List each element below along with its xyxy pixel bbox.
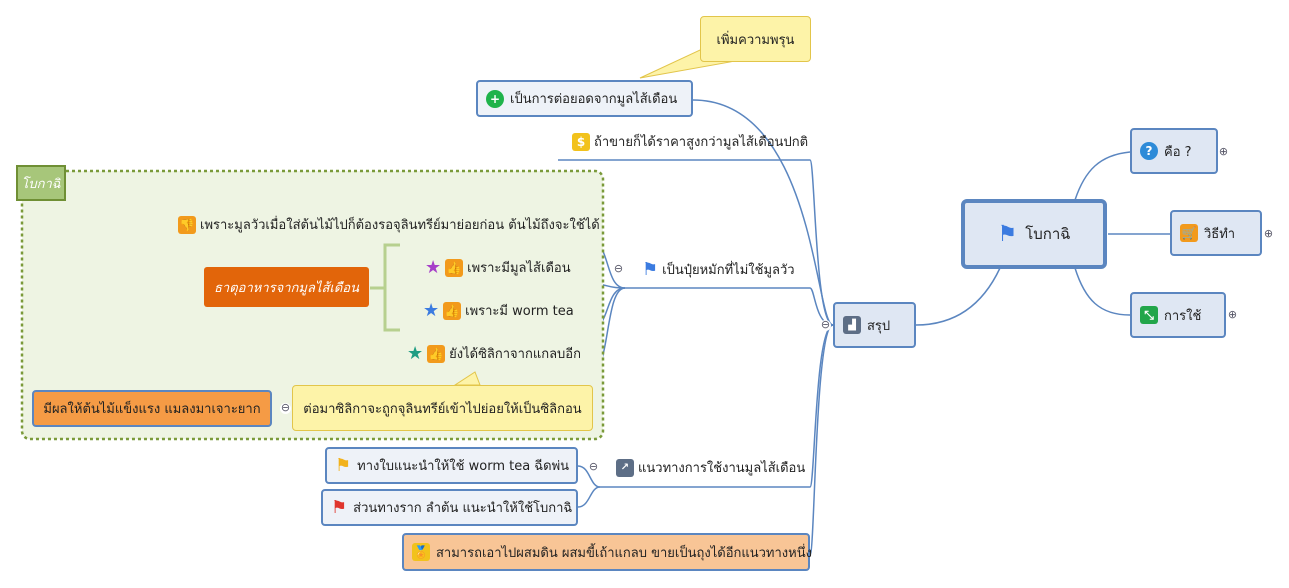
- expand-toggle-how-to[interactable]: ⊕: [1263, 227, 1274, 240]
- callout-porosity: เพิ่มความพรุน: [700, 16, 811, 62]
- thumb-up-icon: 👍: [445, 258, 464, 277]
- branch-what-is-label: คือ ?: [1164, 144, 1192, 160]
- expand-toggle-what-is[interactable]: ⊕: [1218, 145, 1229, 158]
- topic-strong-plants[interactable]: มีผลให้ต้นไม้แข็งแรง แมลงมาเจาะยาก: [32, 390, 272, 427]
- summary-topic[interactable]: ▟ สรุป: [833, 302, 916, 348]
- summary-label: สรุป: [867, 318, 891, 334]
- topic-strong-plants-label: มีผลให้ต้นไม้แข็งแรง แมลงมาเจาะยาก: [43, 402, 261, 417]
- resize-arrows-icon: ⤡: [1140, 306, 1158, 324]
- callout-porosity-text: เพิ่มความพรุน: [716, 32, 795, 48]
- topic-higher-price-label: ถ้าขายก็ได้ราคาสูงกว่ามูลไส้เดือนปกติ: [594, 135, 809, 150]
- topic-higher-price[interactable]: $ ถ้าขายก็ได้ราคาสูงกว่ามูลไส้เดือนปกติ: [572, 131, 808, 152]
- topic-root-stem-label: ส่วนทางราก ลำต้น แนะนำให้ใช้โบกาฉิ: [353, 501, 573, 516]
- collapse-toggle-fertilizer[interactable]: ⊖: [613, 262, 624, 275]
- blue-star-icon: ★: [423, 300, 440, 321]
- line-chart-icon: ↗: [616, 458, 634, 477]
- medal-icon: 🏅: [412, 543, 430, 561]
- topic-has-vermicast-label: เพราะมีมูลไส้เดือน: [467, 261, 571, 276]
- thumb-up-icon: 👍: [443, 301, 462, 320]
- callout-silica-text: ต่อมาซิลิกาจะถูกจุลินทรีย์เข้าไปย่อยให้เ…: [303, 401, 582, 417]
- thumb-down-icon: 👎: [178, 215, 196, 234]
- topic-silica[interactable]: ★ 👍 ยังได้ซิลิกาจากแกลบอีก: [407, 343, 581, 364]
- topic-has-wormtea-label: เพราะมี worm tea: [465, 304, 574, 319]
- collapse-toggle-usage-guide[interactable]: ⊖: [588, 460, 599, 473]
- topic-extension-label: เป็นการต่อยอดจากมูลไส้เดือน: [510, 92, 678, 107]
- nutrient-summary-label: ธาตุอาหารจากมูลไส้เดือน: [204, 267, 369, 307]
- topic-usage-guide[interactable]: ↗ แนวทางการใช้งานมูลไส้เดือน: [616, 457, 805, 478]
- branch-what-is[interactable]: ? คือ ?: [1130, 128, 1218, 174]
- topic-cow-manure-label: เพราะมูลวัวเมื่อใส่ต้นไม้ไปก็ต้องรอจุลิน…: [200, 218, 600, 233]
- blue-flag-icon: ⚑: [997, 221, 1018, 247]
- collapse-toggle-summary[interactable]: ⊖: [820, 318, 831, 331]
- topic-usage-guide-label: แนวทางการใช้งานมูลไส้เดือน: [638, 461, 806, 476]
- boundary-label-text: โบกาฉิ: [21, 176, 61, 192]
- topic-has-wormtea[interactable]: ★ 👍 เพราะมี worm tea: [423, 300, 574, 321]
- topic-no-cow-manure-compost[interactable]: ⚑ เป็นปุ๋ยหมักที่ไม่ใช้มูลวัว: [642, 259, 795, 280]
- topic-no-cow-manure-compost-label: เป็นปุ๋ยหมักที่ไม่ใช้มูลวัว: [662, 263, 795, 278]
- collapse-toggle-silica[interactable]: ⊖: [280, 401, 291, 414]
- plus-circle-icon: +: [486, 89, 504, 108]
- topic-extension-box[interactable]: + เป็นการต่อยอดจากมูลไส้เดือน: [476, 80, 693, 117]
- topic-silica-label: ยังได้ซิลิกาจากแกลบอีก: [449, 347, 581, 362]
- branch-how-to-label: วิธีทำ: [1204, 226, 1236, 242]
- topic-cow-manure[interactable]: 👎 เพราะมูลวัวเมื่อใส่ต้นไม้ไปก็ต้องรอจุล…: [178, 214, 600, 235]
- blue-flag-icon: ⚑: [642, 259, 659, 280]
- bar-chart-icon: ▟: [843, 316, 861, 334]
- branch-how-to[interactable]: 🛒 วิธีทำ: [1170, 210, 1262, 256]
- topic-leaf-spray[interactable]: ⚑ ทางใบแนะนำให้ใช้ worm tea ฉีดพ่น: [325, 447, 578, 484]
- branch-usage[interactable]: ⤡ การใช้: [1130, 292, 1226, 338]
- callout-silica: ต่อมาซิลิกาจะถูกจุลินทรีย์เข้าไปย่อยให้เ…: [292, 385, 593, 431]
- root-label: โบกาฉิ: [1025, 225, 1071, 243]
- yellow-flag-icon: ⚑: [335, 455, 352, 476]
- topic-leaf-spray-label: ทางใบแนะนำให้ใช้ worm tea ฉีดพ่น: [357, 459, 570, 474]
- topic-has-vermicast[interactable]: ★ 👍 เพราะมีมูลไส้เดือน: [425, 257, 571, 278]
- purple-star-icon: ★: [425, 257, 442, 278]
- cart-icon: 🛒: [1180, 224, 1198, 242]
- dollar-icon: $: [572, 132, 590, 151]
- boundary-label: โบกาฉิ: [16, 165, 66, 201]
- question-icon: ?: [1140, 142, 1158, 160]
- red-flag-icon: ⚑: [331, 497, 348, 518]
- topic-root-stem[interactable]: ⚑ ส่วนทางราก ลำต้น แนะนำให้ใช้โบกาฉิ: [321, 489, 578, 526]
- topic-mix-soil[interactable]: 🏅 สามารถเอาไปผสมดิน ผสมขี้เถ้าแกลบ ขายเป…: [402, 533, 812, 571]
- thumb-up-icon: 👍: [427, 344, 446, 363]
- expand-toggle-usage[interactable]: ⊕: [1227, 308, 1238, 321]
- green-star-icon: ★: [407, 343, 424, 364]
- branch-usage-label: การใช้: [1164, 308, 1202, 324]
- root-topic[interactable]: ⚑ โบกาฉิ: [961, 199, 1107, 269]
- nutrient-summary-text: ธาตุอาหารจากมูลไส้เดือน: [213, 280, 359, 296]
- topic-mix-soil-label: สามารถเอาไปผสมดิน ผสมขี้เถ้าแกลบ ขายเป็น…: [436, 545, 812, 561]
